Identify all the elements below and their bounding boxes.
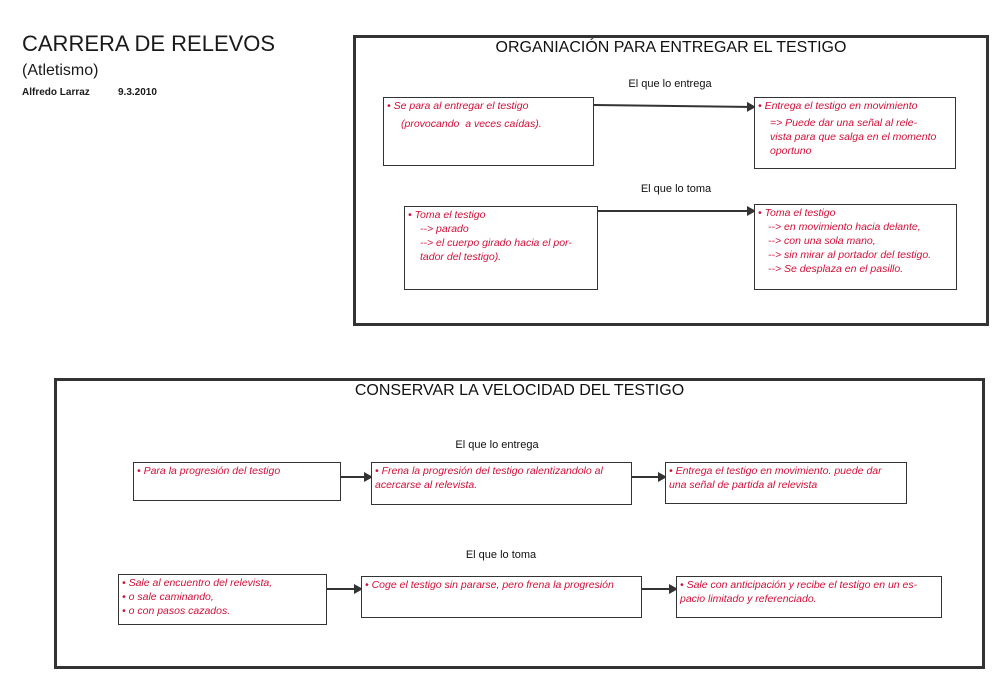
box-line: --> en movimiento hacia delante,: [768, 221, 921, 233]
author-name: Alfredo Larraz: [22, 87, 90, 98]
panel-conservar-velocidad-title: CONSERVAR LA VELOCIDAD DEL TESTIGO: [354, 382, 685, 399]
box-frena-progresion: • Frena la progresión del testigo ralent…: [371, 462, 632, 505]
arrow-connector: [632, 472, 667, 482]
box-line: • o con pasos cazados.: [122, 605, 231, 617]
box-line: • Frena la progresión del testigo ralent…: [375, 465, 603, 477]
box-line: --> Se desplaza en el pasillo.: [768, 263, 904, 275]
box-line: • Coge el testigo sin pararse, pero fren…: [365, 579, 614, 591]
box-line: • Entrega el testigo en movimiento: [758, 100, 918, 112]
box-se-para: • Se para al entregar el testigo (provoc…: [383, 97, 594, 166]
box-sale-anticipacion: • Sale con anticipación y recibe el test…: [676, 576, 942, 618]
box-line: • Sale con anticipación y recibe el test…: [680, 579, 918, 591]
box-line: vista para que salga en el momento: [770, 131, 937, 143]
box-line: --> sin mirar al portador del testigo.: [768, 249, 932, 261]
box-line: • o sale caminando,: [122, 591, 214, 603]
box-line: • Toma el testigo: [758, 207, 836, 219]
box-entrega-movimiento: • Entrega el testigo en movimiento => Pu…: [754, 97, 956, 169]
page-subtitle: (Atletismo): [22, 62, 99, 79]
box-line: --> el cuerpo girado hacia el por-: [420, 237, 572, 249]
box-line: --> con una sola mano,: [768, 235, 876, 247]
box-line: --> parado: [420, 223, 469, 235]
box-line: (provocando a veces caídas).: [401, 118, 542, 130]
document-date: 9.3.2010: [118, 87, 157, 98]
panel-organizacion-title: ORGANIACIÓN PARA ENTREGAR EL TESTIGO: [495, 39, 847, 56]
box-line: • Toma el testigo: [408, 209, 486, 221]
box-line: pacio limitado y referenciado.: [680, 593, 817, 605]
arrow-connector: [598, 206, 756, 216]
box-toma-movimiento: • Toma el testigo --> en movimiento haci…: [754, 204, 957, 290]
box-entrega-movimiento-senal: • Entrega el testigo en movimiento. pued…: [665, 462, 907, 504]
panel-conservar-velocidad: CONSERVAR LA VELOCIDAD DEL TESTIGO: [54, 378, 985, 669]
box-line: • Sale al encuentro del relevista,: [122, 577, 273, 589]
lane-label-entrega: El que lo entrega: [455, 439, 539, 451]
box-line: • Para la progresión del testigo: [137, 465, 281, 477]
box-line: tador del testigo).: [420, 251, 502, 263]
box-line: • Entrega el testigo en movimiento. pued…: [669, 465, 882, 477]
lane-label-toma: El que lo toma: [640, 183, 712, 195]
box-line: • Se para al entregar el testigo: [387, 100, 529, 112]
box-line: => Puede dar una señal al rele-: [770, 117, 918, 129]
box-toma-parado: • Toma el testigo --> parado --> el cuer…: [404, 206, 598, 290]
box-coge-testigo: • Coge el testigo sin pararse, pero fren…: [361, 576, 642, 618]
lane-label-entrega: El que lo entrega: [628, 78, 712, 90]
arrow-connector: [341, 472, 373, 482]
box-line: oportuno: [770, 145, 812, 157]
arrow-connector: [327, 584, 363, 594]
box-line: acercarse al relevista.: [375, 479, 478, 491]
arrow-connector: [642, 584, 678, 594]
panel-organizacion: ORGANIACIÓN PARA ENTREGAR EL TESTIGO: [353, 35, 989, 326]
lane-label-toma: El que lo toma: [465, 549, 537, 561]
page-title: CARRERA DE RELEVOS: [22, 31, 276, 56]
box-para-progresion: • Para la progresión del testigo: [133, 462, 341, 501]
box-line: una señal de partida al relevista: [669, 479, 818, 491]
box-sale-encuentro: • Sale al encuentro del relevista, • o s…: [118, 574, 327, 625]
